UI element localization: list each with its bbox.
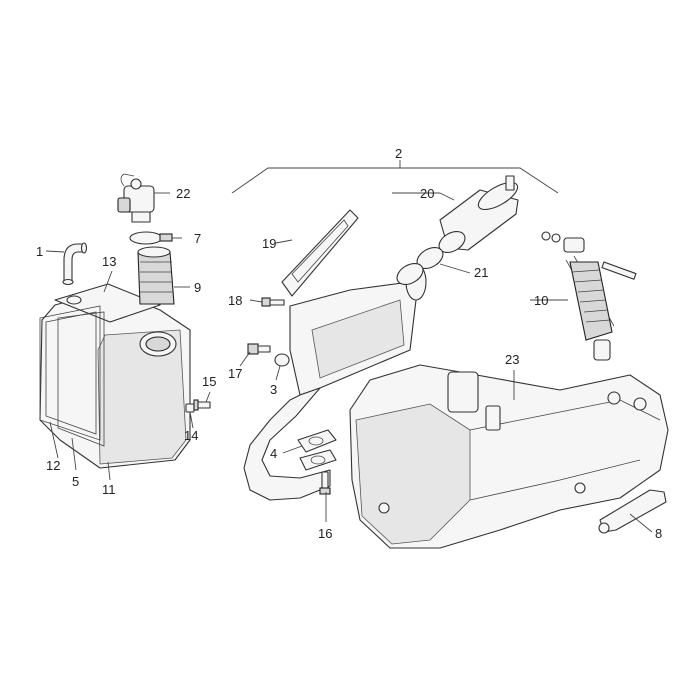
exhaust-silencer-body[interactable]: [243, 263, 427, 501]
callout-labels: 1 2 3 4 5 7 8 9 10 11 12 13 14 15 16 17 …: [36, 146, 662, 541]
callout-8: 8: [655, 526, 662, 541]
part-16-bolt[interactable]: [319, 471, 331, 495]
callout-16: 16: [318, 526, 332, 541]
group-bracket-2: [231, 160, 559, 194]
part-22-carburetor[interactable]: [117, 173, 155, 223]
callout-11: 11: [102, 482, 116, 497]
part-15-bolt[interactable]: [193, 399, 211, 411]
part-1-intake-elbow[interactable]: [62, 242, 88, 286]
part-10-shock-absorber[interactable]: [541, 231, 637, 361]
part-11-airbox-body[interactable]: [39, 289, 191, 469]
part-23-engine[interactable]: [349, 364, 669, 549]
callout-13: 13: [102, 254, 116, 269]
part-7-clamp[interactable]: [129, 231, 173, 245]
callout-1: 1: [36, 244, 43, 259]
part-21-flange[interactable]: [393, 243, 446, 289]
callout-22: 22: [176, 186, 190, 201]
callout-23: 23: [505, 352, 519, 367]
part-4-exhaust-gasket[interactable]: [297, 429, 337, 471]
callout-17: 17: [228, 366, 242, 381]
part-8-kickstart-lever[interactable]: [598, 489, 667, 534]
part-13-airbox-cover[interactable]: [54, 283, 161, 323]
callout-10: 10: [534, 293, 548, 308]
part-9-intake-rubber[interactable]: [137, 246, 175, 305]
callout-9: 9: [194, 280, 201, 295]
callout-4: 4: [270, 446, 277, 461]
leader-lines: [45, 192, 653, 533]
callout-21: 21: [474, 265, 488, 280]
callout-3: 3: [270, 382, 277, 397]
part-18-bolt[interactable]: [261, 297, 285, 307]
callout-20: 20: [420, 186, 434, 201]
callout-2: 2: [395, 146, 402, 161]
callout-15: 15: [202, 374, 216, 389]
callout-12: 12: [46, 458, 60, 473]
callout-19: 19: [262, 236, 276, 251]
callout-14: 14: [184, 428, 198, 443]
part-20-muffler-can[interactable]: [435, 175, 521, 257]
callout-18: 18: [228, 293, 242, 308]
part-3-nut[interactable]: [274, 353, 290, 367]
part-5-airbox-filter-seal[interactable]: [57, 311, 105, 447]
part-17-bolt[interactable]: [247, 343, 271, 355]
callout-5: 5: [72, 474, 79, 489]
part-14-spacer[interactable]: [185, 403, 195, 413]
part-19-gasket-plate[interactable]: [281, 209, 359, 297]
callout-7: 7: [194, 231, 201, 246]
